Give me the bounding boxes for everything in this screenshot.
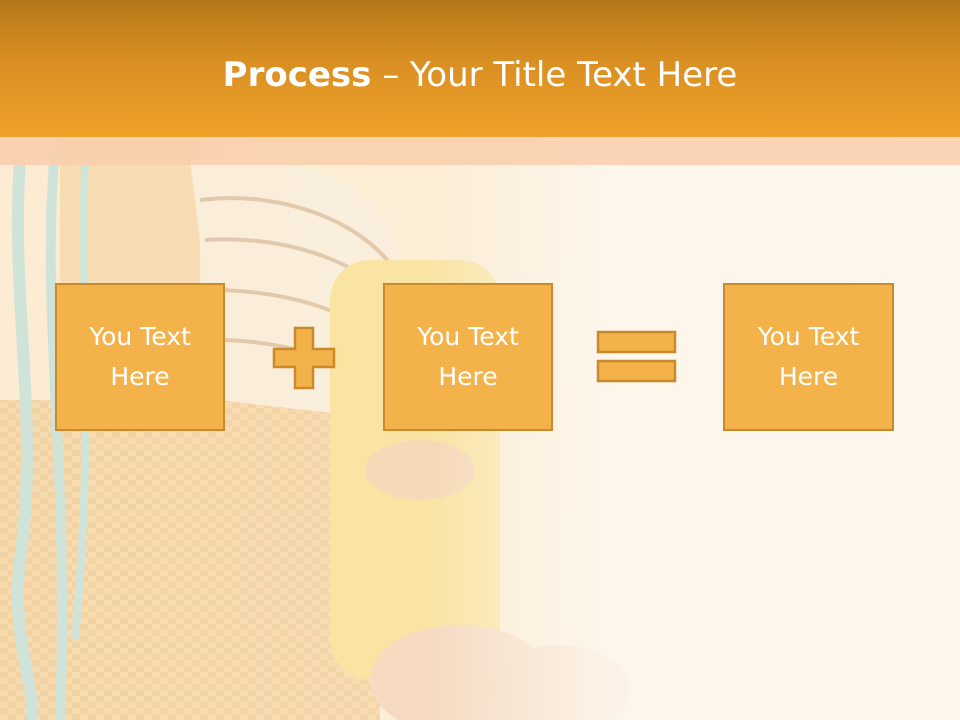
process-box-label: You Text Here <box>417 322 519 391</box>
process-box-3[interactable]: You Text Here <box>723 283 894 431</box>
process-box-label: You Text Here <box>89 322 191 391</box>
plus-icon <box>272 326 336 390</box>
process-box-2[interactable]: You Text Here <box>383 283 553 431</box>
title-rest-text: Your Title Text Here <box>410 55 738 95</box>
title-bold-text: Process <box>222 55 372 95</box>
title-separator: – <box>371 55 411 95</box>
title-accent-strip <box>0 137 960 165</box>
process-box-1[interactable]: You Text Here <box>55 283 225 431</box>
process-box-label: You Text Here <box>757 322 860 391</box>
slide-title[interactable]: Process – Your Title Text Here <box>0 52 960 98</box>
equals-icon <box>596 330 677 383</box>
title-bar <box>0 0 960 137</box>
